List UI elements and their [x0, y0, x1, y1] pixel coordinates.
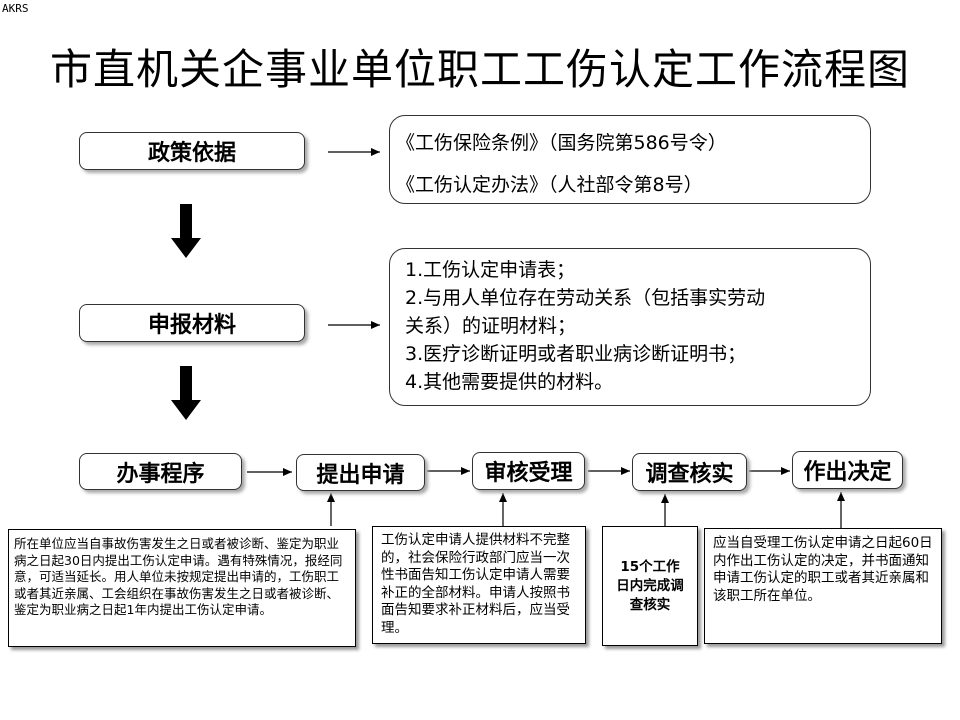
note-investigate: 15个工作日内完成调查核实: [602, 526, 698, 646]
note-review: 工伤认定申请人提供材料不完整的，社会保险行政部门应当一次性书面告知工伤认定申请人…: [372, 526, 586, 644]
materials-label: 申报材料: [79, 304, 305, 342]
materials-item-3: 关系）的证明材料；: [405, 315, 577, 337]
policy-box: 《工伤保险条例》（国务院第586号令） 《工伤认定办法》（人社部令第8号）: [389, 115, 871, 204]
procedure-label: 办事程序: [79, 453, 242, 490]
materials-item-4: 3.医疗诊断证明或者职业病诊断证明书；: [405, 343, 747, 365]
page-title: 市直机关企事业单位职工工伤认定工作流程图: [49, 45, 910, 94]
policy-label: 政策依据: [79, 132, 305, 170]
materials-item-2: 2.与用人单位存在劳动关系（包括事实劳动: [405, 287, 766, 309]
down-arrow-2: [171, 366, 201, 420]
policy-item-2: 《工伤认定办法》（人社部令第8号）: [396, 174, 703, 196]
note-decide: 应当自受理工伤认定申请之日起60日内作出工伤认定的决定，并书面通知申请工伤认定的…: [704, 528, 942, 644]
corner-label: AKRS: [2, 2, 29, 15]
materials-item-5: 4.其他需要提供的材料。: [405, 371, 614, 393]
materials-box: 1.工伤认定申请表； 2.与用人单位存在劳动关系（包括事实劳动 关系）的证明材料…: [389, 248, 871, 406]
policy-item-1: 《工伤保险条例》（国务院第586号令）: [396, 132, 727, 154]
step-review: 审核受理: [472, 452, 585, 490]
step-apply: 提出申请: [296, 454, 425, 491]
step-decide: 作出决定: [792, 451, 903, 489]
note-apply: 所在单位应当自事故伤害发生之日或者被诊断、鉴定为职业病之日起30日内提出工伤认定…: [8, 529, 356, 647]
materials-item-1: 1.工伤认定申请表；: [405, 259, 576, 281]
down-arrow-1: [171, 204, 201, 258]
step-investigate: 调查核实: [632, 453, 747, 491]
